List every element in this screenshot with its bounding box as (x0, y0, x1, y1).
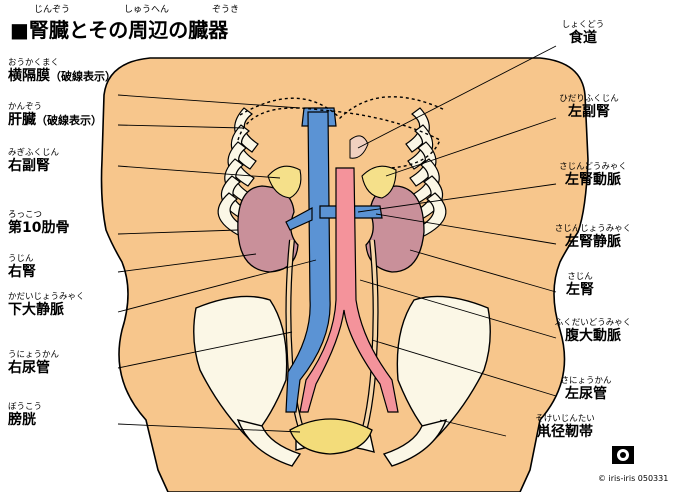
left-organ-label: ろっこつ第10肋骨 (8, 210, 69, 237)
right-organ-label: さじんどうみゃく左腎動脈 (533, 162, 653, 189)
right-organ-label: さじんじょうみゃく左腎静脈 (533, 224, 653, 251)
label-ruby: しょくどう (561, 20, 605, 30)
label-text: 第10肋骨 (8, 220, 70, 236)
leader-line (359, 279, 557, 339)
leader-line (371, 339, 557, 397)
label-text: 左腎動脈 (565, 172, 621, 188)
left-organ-label: うにょうかん右尿管 (8, 350, 59, 377)
right-organ-label: ふくだいどうみゃく腹大動脈 (533, 318, 653, 345)
right-organ-label: さじん左腎 (520, 272, 640, 299)
label-ruby: そけいじんたい (535, 414, 595, 424)
left-organ-label: かんぞう肝臓（破線表示） (8, 102, 102, 129)
label-ruby: ぼうこう (8, 402, 43, 412)
label-text: 腹大動脈 (565, 328, 621, 344)
leader-line (117, 253, 257, 273)
leader-line (117, 259, 317, 313)
abdominal-aorta (299, 167, 399, 413)
label-ruby: さじんどうみゃく (559, 162, 627, 172)
label-text: 右尿管 (8, 360, 50, 376)
label-text: 下大静脈 (8, 302, 64, 318)
left-organ-label: みぎふくじん右副腎 (8, 148, 59, 175)
right-organ-label: しょくどう食道 (523, 20, 643, 47)
page-title: ■腎臓とその周辺の臓器 (10, 18, 229, 42)
leader-line (117, 331, 293, 369)
right-organ-label: さにょうかん左尿管 (526, 376, 646, 403)
label-ruby: さじん (567, 272, 593, 282)
right-renal-vein (285, 206, 313, 231)
label-ruby: かだいじょうみゃく (8, 292, 85, 302)
label-ruby: さじんじょうみゃく (554, 224, 632, 234)
label-ruby: おうかくまく (8, 58, 60, 68)
left-organ-label: うじん右腎 (8, 254, 36, 281)
label-ruby: みぎふくじん (8, 148, 60, 158)
label-ruby: ろっこつ (8, 210, 43, 220)
label-ruby: かんぞう (8, 102, 43, 112)
label-text: 横隔膜（破線表示） (8, 68, 116, 84)
label-text: 膀胱 (8, 412, 36, 428)
label-ruby: うじん (8, 254, 34, 264)
liver-outline (237, 107, 441, 169)
label-text: 左副腎 (568, 104, 610, 120)
label-ruby: ひだりふくじん (559, 94, 619, 104)
leader-lines (117, 45, 557, 437)
iris-logo (612, 446, 634, 464)
leader-line (117, 423, 301, 433)
left-adrenal-gland (361, 165, 397, 199)
pelvic-bone (396, 295, 491, 441)
label-text: 左腎静脈 (565, 234, 621, 250)
label-text: 左腎 (566, 282, 594, 298)
label-text: 右腎 (8, 264, 36, 280)
right-organ-label: そけいじんたい鼡径靭帯 (505, 414, 625, 441)
label-note: （破線表示） (36, 114, 102, 127)
leader-line (117, 124, 245, 129)
inferior-vena-cava (285, 111, 331, 413)
pelvic-bone (236, 418, 302, 467)
leader-line (117, 229, 239, 235)
leader-line (117, 165, 281, 179)
leader-line (357, 45, 557, 149)
leader-line (117, 94, 301, 109)
label-text: 鼡径靭帯 (537, 424, 593, 440)
label-text: 左尿管 (565, 386, 607, 402)
right-adrenal-gland (267, 165, 302, 199)
copyright-credit: © iris-iris 050331 (598, 474, 669, 483)
label-note: （破線表示） (50, 70, 116, 83)
title-ruby: じんぞう (34, 5, 71, 15)
left-organ-label: かだいじょうみゃく下大静脈 (8, 292, 85, 319)
label-ruby: うにょうかん (8, 350, 60, 360)
leader-line (375, 213, 557, 245)
right-organ-label: ひだりふくじん左副腎 (529, 94, 649, 121)
pelvic-bone (382, 418, 448, 467)
left-organ-label: ぼうこう膀胱 (8, 402, 42, 429)
title-ruby: しゅうへん (124, 5, 170, 15)
label-ruby: さにょうかん (560, 376, 612, 386)
title-ruby: ぞうき (212, 5, 240, 15)
label-ruby: ふくだいどうみゃく (554, 318, 632, 328)
label-text: 肝臓（破線表示） (8, 112, 102, 128)
leader-line (385, 117, 557, 177)
leader-line (409, 249, 557, 293)
leader-line (439, 419, 507, 437)
label-text: 食道 (569, 30, 597, 46)
diaphragm-outline (239, 96, 446, 119)
pelvic-bone (193, 295, 288, 441)
leader-line (357, 183, 557, 213)
bladder (289, 418, 373, 455)
left-organ-label: おうかくまく横隔膜（破線表示） (8, 58, 116, 85)
label-text: 右副腎 (8, 158, 50, 174)
